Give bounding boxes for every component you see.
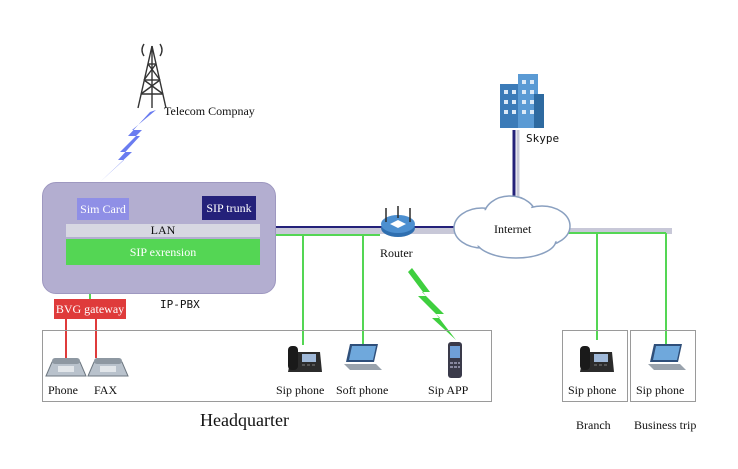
laptop-icon bbox=[344, 344, 382, 370]
analog-phone-icon bbox=[45, 358, 87, 377]
sip-extension-bar: SIP exrension bbox=[66, 239, 260, 265]
branch-box bbox=[562, 330, 628, 402]
branch-label: Branch bbox=[576, 418, 611, 432]
lightning-sip-app bbox=[408, 268, 456, 340]
telecom-tower-icon bbox=[137, 43, 167, 109]
sip-trunk-block: SIP trunk bbox=[202, 196, 256, 220]
sim-card-block: Sim Card bbox=[77, 198, 129, 220]
sip-phone-branch-label: Sip phone bbox=[568, 383, 617, 397]
ip-phone-icon bbox=[580, 346, 614, 372]
ip-pbx-caption: IP-PBX bbox=[160, 298, 200, 311]
bvg-gateway-block: BVG gateway bbox=[54, 299, 126, 319]
skype-label: Skype bbox=[526, 132, 560, 145]
lan-bar: LAN bbox=[66, 223, 260, 237]
business-trip-box bbox=[630, 330, 696, 402]
headquarter-box bbox=[42, 330, 492, 402]
sip-phone-hq-label: Sip phone bbox=[276, 383, 325, 397]
building-icon bbox=[500, 74, 544, 128]
business-trip-label: Business trip bbox=[634, 418, 697, 432]
soft-phone-label: Soft phone bbox=[336, 383, 389, 397]
mobile-phone-icon bbox=[448, 342, 462, 378]
telecom-label: Telecom Compnay bbox=[164, 104, 255, 118]
headquarter-label: Headquarter bbox=[200, 410, 289, 430]
router-label: Router bbox=[380, 246, 413, 260]
phone-label: Phone bbox=[48, 383, 78, 397]
fax-icon bbox=[87, 358, 129, 377]
router-icon bbox=[381, 206, 415, 237]
sip-phone-trip-label: Sip phone bbox=[636, 383, 685, 397]
cloud-icon bbox=[453, 195, 571, 259]
fax-label: FAX bbox=[94, 383, 118, 397]
sip-app-label: Sip APP bbox=[428, 383, 469, 397]
ip-phone-icon bbox=[288, 346, 322, 372]
laptop-icon bbox=[648, 344, 686, 370]
internet-label: Internet bbox=[494, 222, 532, 236]
lightning-telecom bbox=[100, 110, 156, 182]
